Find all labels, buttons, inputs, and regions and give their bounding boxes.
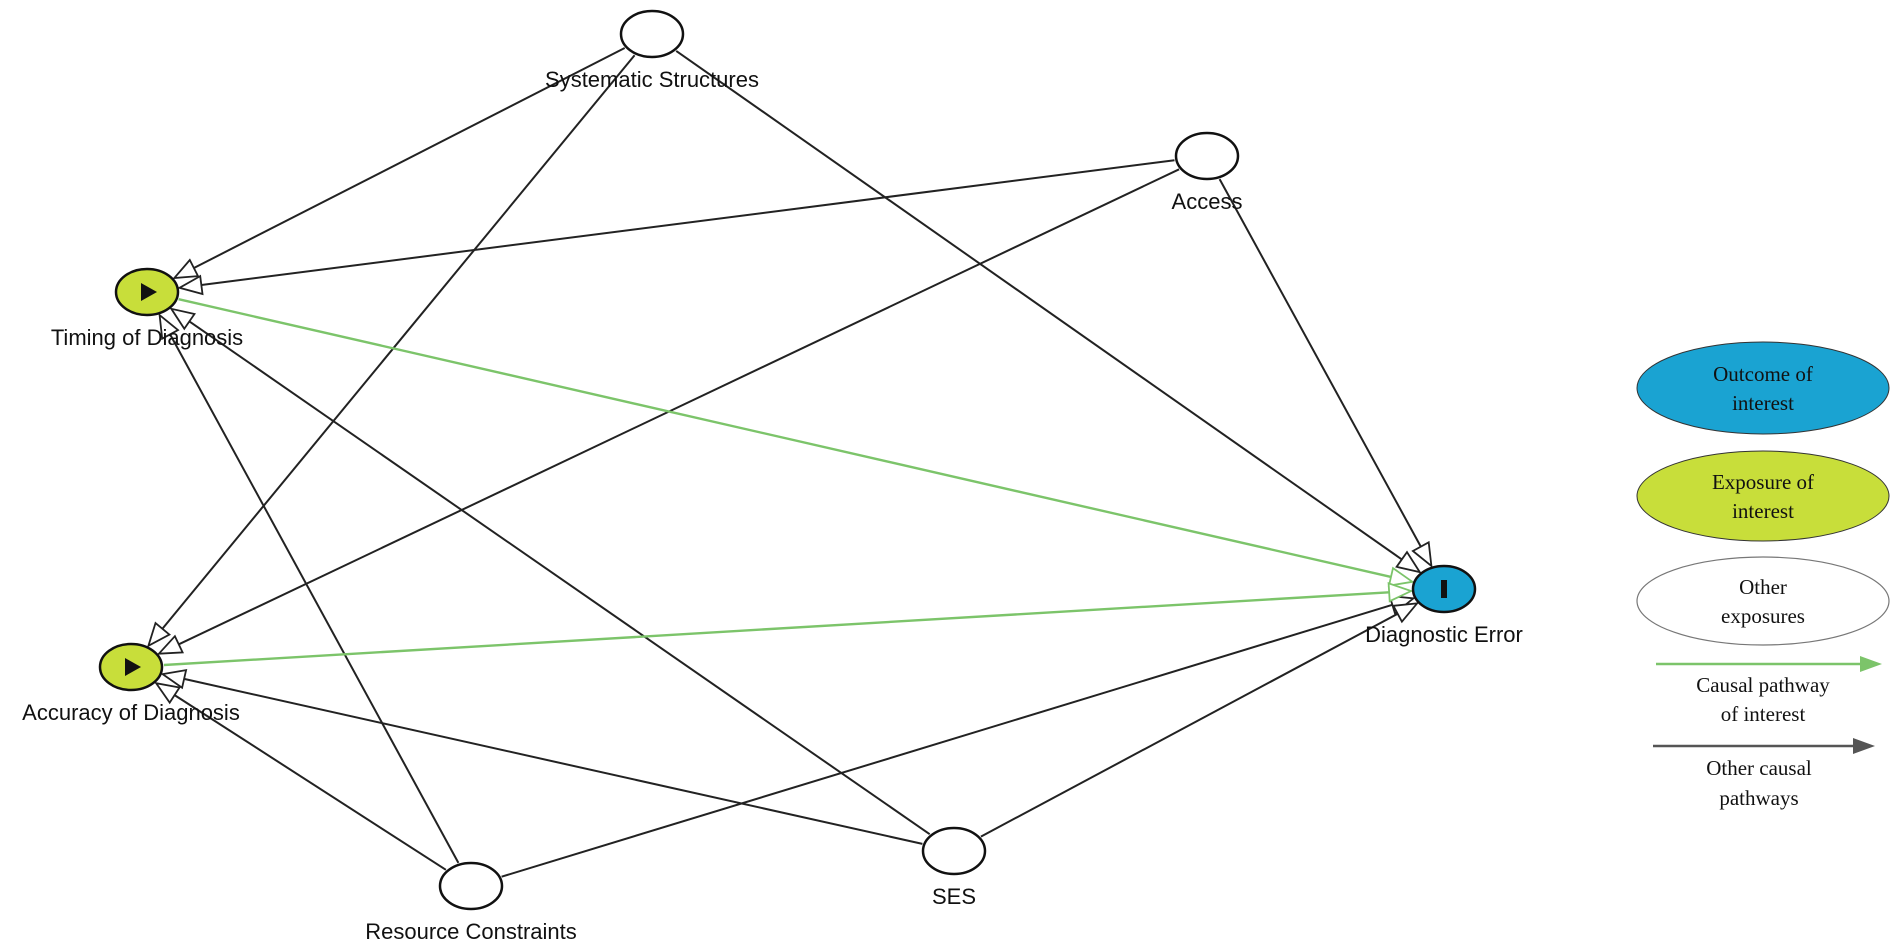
- edge-access-to-diagnostic-error: [1218, 178, 1433, 568]
- edge-line: [161, 54, 636, 630]
- node-access[interactable]: Access: [1172, 131, 1243, 214]
- edge-ses-to-accuracy-of-diagnosis: [160, 668, 923, 845]
- edge-resource-constraints-to-timing-of-diagnosis: [158, 313, 460, 864]
- edge-arrowhead: [160, 668, 188, 690]
- node-label-systematic-structures: Systematic Structures: [545, 67, 759, 92]
- legend: Outcome of interest Exposure of interest…: [1636, 341, 1890, 810]
- node-label-access: Access: [1172, 189, 1243, 214]
- edge-arrowhead: [1395, 550, 1422, 574]
- edge-arrowhead: [177, 274, 204, 296]
- node-label-timing-of-diagnosis: Timing of Diagnosis: [51, 325, 243, 350]
- legend-other-causal-label-line1: Other causal: [1706, 756, 1812, 780]
- edge-arrowhead: [172, 258, 200, 280]
- edge-resource-constraints-to-accuracy-of-diagnosis: [154, 681, 447, 871]
- legend-other-swatch: [1636, 556, 1890, 646]
- node-resource-constraints[interactable]: Resource Constraints: [365, 861, 577, 944]
- edge-line: [163, 591, 1390, 667]
- edge-arrowhead: [154, 681, 181, 705]
- edges-layer: [146, 47, 1433, 878]
- edge-arrowhead: [158, 313, 180, 341]
- legend-exposure-label-line2: interest: [1732, 499, 1794, 523]
- node-shape: [1174, 131, 1240, 181]
- outcome-bar-icon: [1441, 580, 1447, 598]
- edge-arrowhead: [1387, 582, 1414, 603]
- legend-causal-interest-label-line1: Causal pathway: [1696, 673, 1830, 697]
- node-timing-of-diagnosis[interactable]: Timing of Diagnosis: [51, 267, 243, 350]
- legend-exposure-swatch: [1636, 450, 1890, 542]
- edge-systematic-structures-to-timing-of-diagnosis: [172, 47, 626, 280]
- edge-line: [174, 694, 447, 871]
- legend-outcome-label-line1: Outcome of: [1713, 362, 1813, 386]
- edge-accuracy-of-diagnosis-to-diagnostic-error: [163, 582, 1414, 667]
- edge-arrowhead: [146, 621, 172, 648]
- edge-line: [980, 612, 1399, 838]
- edge-line: [183, 677, 923, 845]
- edge-line: [169, 333, 460, 864]
- edge-systematic-structures-to-accuracy-of-diagnosis: [146, 54, 636, 648]
- node-shape: [619, 9, 685, 59]
- edge-ses-to-diagnostic-error: [980, 602, 1420, 838]
- node-systematic-structures[interactable]: Systematic Structures: [545, 9, 759, 92]
- legend-other-label-line1: Other: [1739, 575, 1787, 599]
- edge-access-to-accuracy-of-diagnosis: [156, 168, 1180, 655]
- node-accuracy-of-diagnosis[interactable]: Accuracy of Diagnosis: [22, 642, 240, 725]
- edge-access-to-timing-of-diagnosis: [177, 159, 1175, 296]
- edge-arrowhead: [1391, 602, 1420, 624]
- legend-outcome-swatch: [1636, 341, 1890, 435]
- edge-line: [675, 50, 1403, 561]
- node-diagnostic-error[interactable]: Diagnostic Error: [1365, 564, 1523, 647]
- edge-ses-to-timing-of-diagnosis: [169, 307, 931, 836]
- legend-outcome-label-line2: interest: [1732, 391, 1794, 415]
- legend-other-causal-arrowhead: [1853, 738, 1875, 754]
- edge-arrowhead: [169, 307, 196, 331]
- legend-causal-interest-label-line2: of interest: [1721, 702, 1806, 726]
- play-icon: [141, 283, 157, 301]
- node-label-diagnostic-error: Diagnostic Error: [1365, 622, 1523, 647]
- edge-arrowhead: [1411, 540, 1433, 568]
- node-ses[interactable]: SES: [921, 826, 987, 909]
- edge-line: [178, 298, 1392, 579]
- node-shape: [921, 826, 987, 876]
- play-icon: [125, 658, 141, 676]
- edge-line: [178, 168, 1180, 646]
- edge-timing-of-diagnosis-to-diagnostic-error: [178, 298, 1415, 587]
- edge-line: [188, 320, 931, 836]
- edge-line: [193, 47, 626, 269]
- node-shape: [438, 861, 504, 911]
- legend-other-label-line2: exposures: [1721, 604, 1805, 628]
- edge-line: [201, 159, 1175, 286]
- legend-other-causal-label-line2: pathways: [1719, 786, 1798, 810]
- node-label-accuracy-of-diagnosis: Accuracy of Diagnosis: [22, 700, 240, 725]
- edge-systematic-structures-to-diagnostic-error: [675, 50, 1422, 574]
- legend-causal-interest-arrowhead: [1860, 656, 1882, 672]
- edge-line: [501, 603, 1393, 878]
- node-label-ses: SES: [932, 884, 976, 909]
- edge-line: [1218, 178, 1422, 548]
- edge-arrowhead: [156, 634, 184, 655]
- edge-arrowhead: [1387, 566, 1415, 587]
- legend-exposure-label-line1: Exposure of: [1712, 470, 1814, 494]
- node-label-resource-constraints: Resource Constraints: [365, 919, 577, 944]
